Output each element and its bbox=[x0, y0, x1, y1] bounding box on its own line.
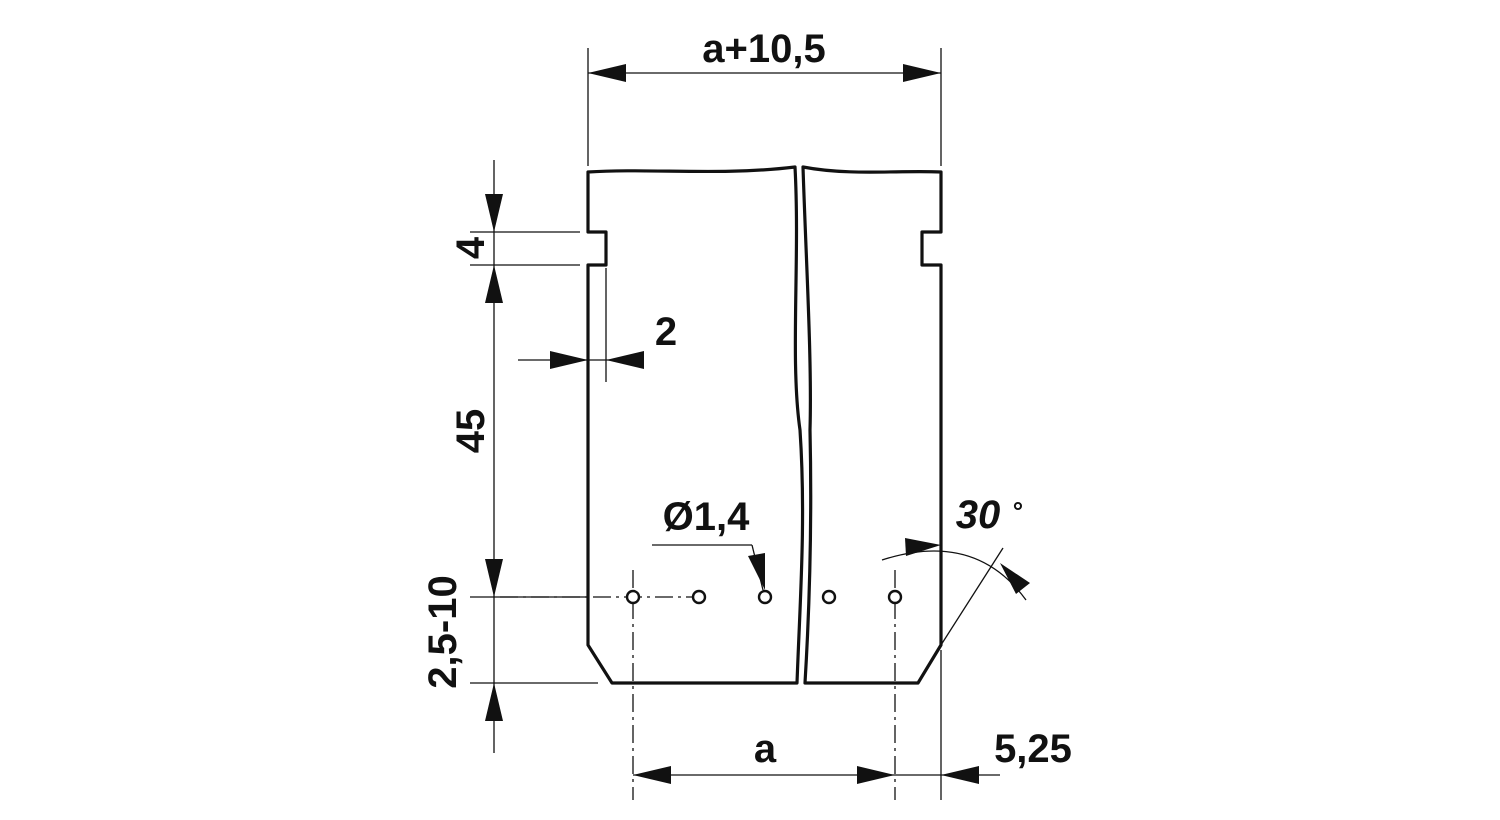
pitch-dimension: a bbox=[633, 727, 895, 784]
angle-arc bbox=[881, 550, 1027, 601]
angle-arrow-left bbox=[905, 538, 941, 556]
hole-5 bbox=[887, 589, 903, 605]
hole-diameter-label: Ø1,4 bbox=[663, 495, 750, 539]
hole-diameter-callout: Ø1,4 bbox=[652, 495, 765, 591]
angle-label: 30 bbox=[956, 493, 1001, 537]
pin-offset-label: 2,5-10 bbox=[421, 575, 465, 688]
hole-3 bbox=[757, 589, 773, 605]
notch-depth-dimension: 2 bbox=[518, 268, 677, 382]
main-height-label: 45 bbox=[449, 409, 493, 454]
arrowhead-right bbox=[903, 64, 941, 82]
overall-width-dimension: a+10,5 bbox=[587, 27, 942, 166]
pin-offset-arrow bbox=[485, 683, 503, 721]
pitch-arrow-left bbox=[633, 766, 671, 784]
edge-offset-dimension: 5,25 bbox=[895, 650, 1072, 800]
hole-4 bbox=[821, 589, 837, 605]
notch-arrow-top bbox=[485, 194, 503, 232]
overall-width-label: a+10,5 bbox=[702, 27, 825, 71]
main-height-arrow-top bbox=[485, 265, 503, 303]
notch-height-label: 4 bbox=[449, 236, 493, 259]
notch-depth-label: 2 bbox=[655, 310, 677, 354]
edge-offset-label: 5,25 bbox=[994, 727, 1072, 771]
main-height-arrow-bottom bbox=[485, 559, 503, 597]
pitch-arrow-right bbox=[857, 766, 895, 784]
hole-leader-arrow bbox=[748, 553, 765, 590]
notch-depth-arrow-right bbox=[606, 351, 644, 369]
pitch-label: a bbox=[754, 727, 777, 771]
angle-arrow-right bbox=[1000, 563, 1030, 594]
component-body bbox=[586, 165, 943, 685]
chamfer-extension bbox=[940, 547, 1004, 646]
edge-arrow-right bbox=[941, 766, 979, 784]
hole-1 bbox=[625, 589, 641, 605]
notch-depth-arrow-left bbox=[550, 351, 588, 369]
pin-holes bbox=[500, 570, 903, 800]
left-half-outline bbox=[586, 165, 805, 685]
angle-unit: ° bbox=[1013, 496, 1023, 526]
vertical-dimension-chain: 4 45 2,5-10 bbox=[421, 160, 598, 753]
arrowhead-left bbox=[588, 64, 626, 82]
hole-2 bbox=[691, 589, 707, 605]
angle-dimension: 30 ° bbox=[881, 493, 1030, 646]
right-half-outline bbox=[801, 165, 943, 685]
